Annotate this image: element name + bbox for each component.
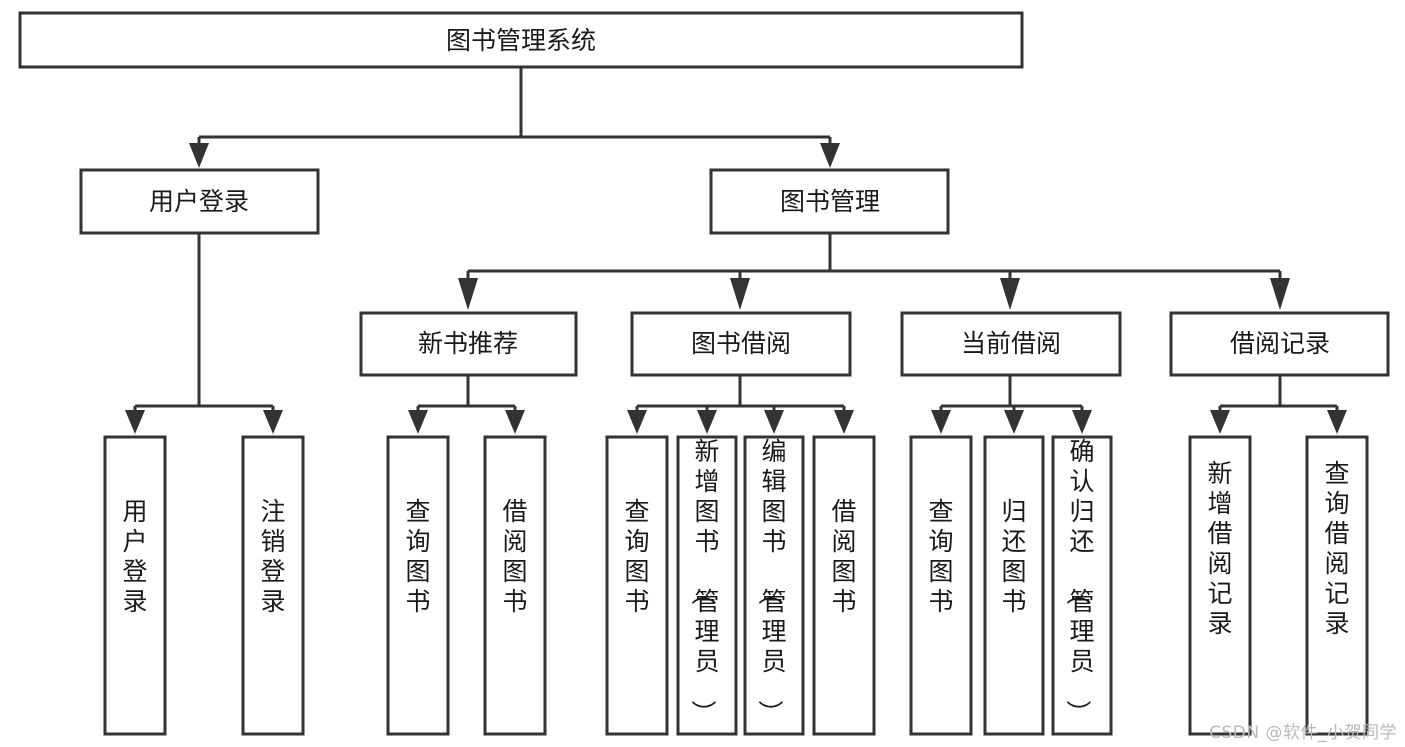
node-leaf-confirm-return-label: 确认归还（管理员） [1063, 437, 1094, 725]
node-leaf-add-record-box[interactable] [1188, 435, 1252, 736]
node-leaf-query-book-2-label: 查询图书 [624, 497, 649, 616]
node-leaf-user-login-box[interactable] [103, 435, 167, 736]
arrowhead-leaf-logout [263, 410, 283, 434]
node-root[interactable]: 图书管理系统 [18, 11, 1024, 69]
node-new-book-recommend-label: 新书推荐 [418, 329, 518, 358]
node-leaf-query-book-3-label: 查询图书 [928, 497, 953, 616]
node-root-box[interactable] [18, 11, 1024, 69]
arrowhead-leaf-return-book [1004, 410, 1024, 434]
node-book-borrow-label: 图书借阅 [691, 329, 791, 358]
node-root-label: 图书管理系统 [446, 26, 596, 55]
arrowhead-leaf-confirm-return [1072, 410, 1092, 434]
node-new-book-recommend[interactable]: 新书推荐 [359, 311, 578, 377]
node-leaf-query-book-1[interactable]: 查询图书 [386, 435, 450, 736]
arrowhead-leaf-query-book-1 [408, 410, 428, 434]
node-leaf-add-book-label: 新增图书（管理员） [688, 437, 719, 725]
node-leaf-borrow-book-1-box[interactable] [483, 435, 547, 736]
node-borrow-record[interactable]: 借阅记录 [1169, 311, 1390, 377]
arrowhead-leaf-query-record [1327, 410, 1347, 434]
arrowhead-leaf-query-book-3 [931, 410, 951, 434]
csdn-watermark: CSDN @软件_小贺同学 [1209, 723, 1397, 743]
node-new-book-recommend-box[interactable] [359, 311, 578, 377]
node-borrow-record-label: 借阅记录 [1230, 329, 1330, 358]
node-leaf-return-book[interactable]: 归还图书 [983, 435, 1045, 736]
node-leaf-add-book[interactable]: 新增图书（管理员） [676, 435, 738, 736]
node-book-manage-box[interactable] [709, 168, 950, 235]
node-leaf-borrow-book-1-label: 借阅图书 [502, 497, 527, 616]
node-current-borrow-box[interactable] [900, 311, 1122, 377]
node-user-login[interactable]: 用户登录 [79, 168, 320, 235]
arrowhead-leaf-user-login [125, 410, 145, 434]
arrowhead-leaf-borrow-book-1 [505, 410, 525, 434]
arrowhead-leaf-edit-book [764, 410, 784, 434]
node-leaf-query-record-box[interactable] [1305, 435, 1369, 736]
node-leaf-borrow-book-2-box[interactable] [812, 435, 876, 736]
leaf-nodes-layer: 用户登录 注销登录 查询图书 借阅图书 查询图书 新增图书（管理员） 编辑图书（… [103, 435, 1369, 736]
node-leaf-logout[interactable]: 注销登录 [241, 435, 305, 736]
node-leaf-add-record-label: 新增借阅记录 [1207, 459, 1232, 638]
node-leaf-query-book-1-box[interactable] [386, 435, 450, 736]
node-book-borrow[interactable]: 图书借阅 [630, 311, 852, 377]
node-user-login-box[interactable] [79, 168, 320, 235]
node-leaf-borrow-book-2-label: 借阅图书 [831, 497, 856, 616]
node-leaf-query-record-label: 查询借阅记录 [1324, 459, 1349, 638]
node-book-borrow-box[interactable] [630, 311, 852, 377]
arrowhead-leaf-query-book-2 [627, 410, 647, 434]
node-borrow-record-box[interactable] [1169, 311, 1390, 377]
node-leaf-edit-book[interactable]: 编辑图书（管理员） [743, 435, 805, 736]
arrowhead-borrow-record [1270, 278, 1290, 310]
node-leaf-query-book-2-box[interactable] [605, 435, 669, 736]
node-leaf-query-book-3[interactable]: 查询图书 [909, 435, 973, 736]
node-leaf-add-record[interactable]: 新增借阅记录 [1188, 435, 1252, 736]
node-leaf-return-book-label: 归还图书 [1001, 497, 1026, 616]
arrowhead-leaf-add-record [1210, 410, 1230, 434]
node-current-borrow-label: 当前借阅 [961, 329, 1061, 358]
node-current-borrow[interactable]: 当前借阅 [900, 311, 1122, 377]
node-leaf-add-book-box[interactable] [676, 435, 738, 736]
node-leaf-confirm-return[interactable]: 确认归还（管理员） [1051, 435, 1113, 736]
arrowhead-leaf-borrow-book-2 [834, 410, 854, 434]
node-leaf-query-book-1-label: 查询图书 [405, 497, 430, 616]
arrowhead-current-borrow [1000, 278, 1020, 310]
arrowhead-book-borrow [730, 278, 750, 310]
node-leaf-user-login[interactable]: 用户登录 [103, 435, 167, 736]
node-leaf-edit-book-box[interactable] [743, 435, 805, 736]
arrowhead-new-book-recommend [458, 278, 478, 310]
connector-layer [125, 67, 1347, 434]
node-book-manage[interactable]: 图书管理 [709, 168, 950, 235]
node-leaf-logout-box[interactable] [241, 435, 305, 736]
arrowhead-user-login [189, 143, 209, 168]
node-leaf-confirm-return-box[interactable] [1051, 435, 1113, 736]
arrowhead-book-manage [820, 143, 840, 168]
node-leaf-edit-book-label: 编辑图书（管理员） [755, 437, 786, 725]
node-leaf-query-book-3-box[interactable] [909, 435, 973, 736]
node-leaf-return-book-box[interactable] [983, 435, 1045, 736]
node-user-login-label: 用户登录 [149, 187, 249, 216]
node-leaf-user-login-label: 用户登录 [122, 497, 147, 616]
node-book-manage-label: 图书管理 [780, 187, 880, 216]
node-leaf-logout-label: 注销登录 [260, 497, 285, 616]
node-leaf-query-book-2[interactable]: 查询图书 [605, 435, 669, 736]
node-leaf-borrow-book-1[interactable]: 借阅图书 [483, 435, 547, 736]
arrowhead-leaf-add-book [697, 410, 717, 434]
node-leaf-query-record[interactable]: 查询借阅记录 [1305, 435, 1369, 736]
node-leaf-borrow-book-2[interactable]: 借阅图书 [812, 435, 876, 736]
